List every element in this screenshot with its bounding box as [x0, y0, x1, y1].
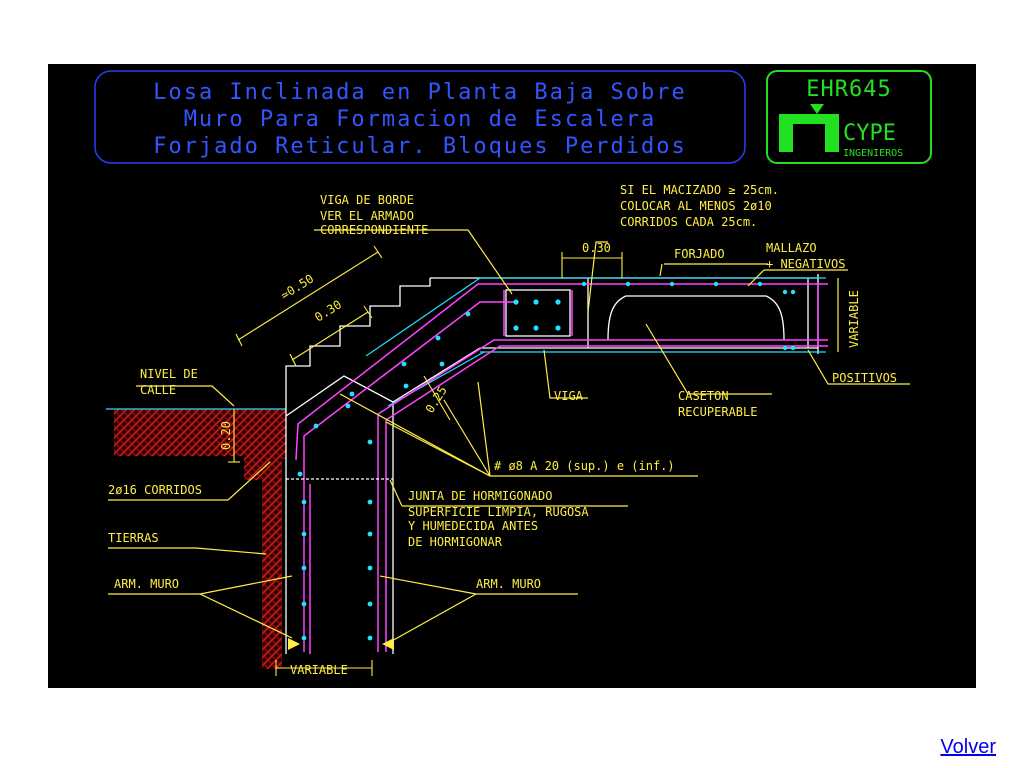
label-caseton-1: CASETON	[678, 389, 729, 403]
label-dim-050: ≃0.50	[278, 272, 316, 303]
label-dim-030-diag: 0.30	[312, 297, 344, 324]
label-junta-2: SUPERFICIE LIMPIA, RUGOSA	[408, 505, 589, 519]
label-tierras: TIERRAS	[108, 531, 159, 545]
label-variable-bottom: VARIABLE	[290, 663, 348, 677]
label-dim-020: 0.20	[219, 421, 233, 450]
cad-drawing-panel: Losa Inclinada en Planta Baja Sobre Muro…	[48, 64, 976, 688]
title-line-1: Losa Inclinada en Planta Baja Sobre	[153, 80, 687, 105]
cad-drawing: Losa Inclinada en Planta Baja Sobre Muro…	[94, 70, 932, 677]
label-macizado-3: CORRIDOS CADA 25cm.	[620, 215, 757, 229]
label-armado-malla: # ø8 A 20 (sup.) e (inf.)	[494, 459, 675, 473]
label-junta-3: Y HUMEDECIDA ANTES	[408, 519, 538, 533]
label-arm-muro-right: ARM. MURO	[476, 577, 541, 591]
logo-code: EHR645	[806, 77, 891, 102]
label-mallazo-2: + NEGATIVOS	[766, 257, 845, 271]
label-viga-borde-3: CORRESPONDIENTE	[320, 223, 428, 237]
logo-brand: CYPE	[843, 121, 896, 146]
back-link[interactable]: Volver	[940, 736, 996, 758]
rebar-dots	[297, 281, 796, 641]
title-line-3: Forjado Reticular. Bloques Perdidos	[153, 134, 687, 159]
label-variable-right: VARIABLE	[847, 290, 861, 348]
title-line-2: Muro Para Formacion de Escalera	[184, 107, 657, 132]
label-nivel-calle-2: CALLE	[140, 383, 176, 397]
label-nivel-calle-1: NIVEL DE	[140, 367, 198, 381]
label-mallazo-1: MALLAZO	[766, 241, 817, 255]
label-corridos-16: 2ø16 CORRIDOS	[108, 483, 202, 497]
label-forjado: FORJADO	[674, 247, 725, 261]
label-junta-1: JUNTA DE HORMIGONADO	[408, 489, 553, 503]
label-caseton-2: RECUPERABLE	[678, 405, 757, 419]
dimension-lines	[228, 245, 623, 676]
leader-lines	[108, 229, 910, 643]
ground-hatch	[106, 408, 286, 669]
label-dim-030-top: 0.30	[582, 241, 611, 255]
label-macizado-1: SI EL MACIZADO ≥ 25cm.	[620, 183, 779, 197]
title-block-frame	[94, 70, 746, 164]
label-arm-muro-left: ARM. MURO	[114, 577, 179, 591]
label-junta-4: DE HORMIGONAR	[408, 535, 503, 549]
logo-sub: INGENIEROS	[843, 148, 903, 159]
label-dim-025: 0.25	[423, 384, 450, 416]
rebar-lines	[295, 283, 828, 654]
label-viga-borde-1: VIGA DE BORDE	[320, 193, 414, 207]
label-viga-borde-2: VER EL ARMADO	[320, 209, 414, 223]
label-macizado-2: COLOCAR AL MENOS 2ø10	[620, 199, 772, 213]
logo-triangle-icon	[810, 104, 824, 114]
cype-logo: EHR645 CYPE INGENIEROS	[766, 70, 932, 164]
arm-muro-left-arrow-icon	[288, 638, 300, 650]
label-positivos: POSITIVOS	[832, 371, 897, 385]
label-viga: VIGA	[554, 389, 584, 403]
arm-muro-right-arrow-icon	[382, 638, 394, 650]
